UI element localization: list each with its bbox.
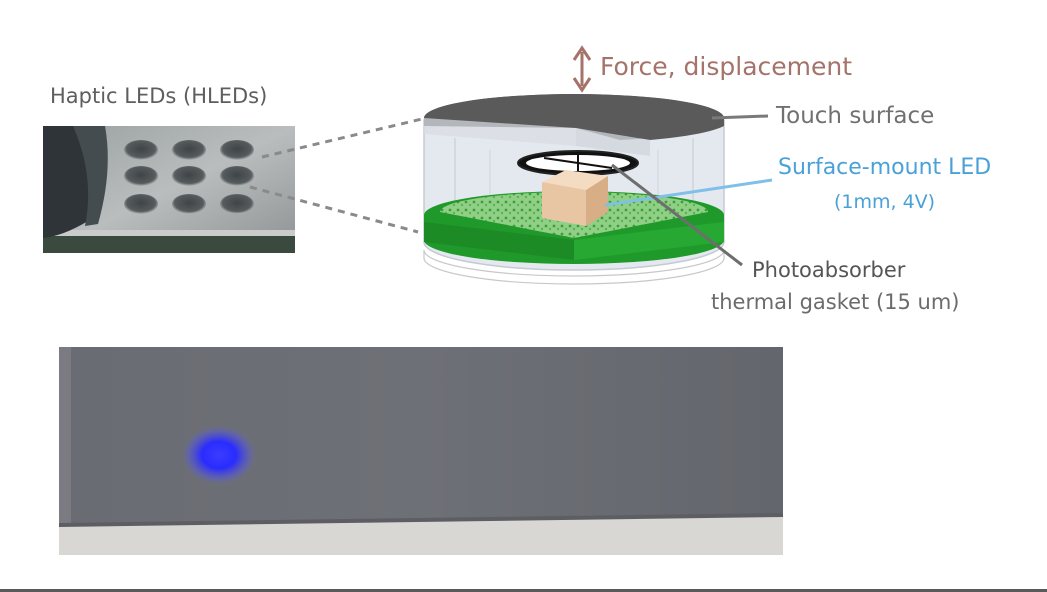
hled-title: Haptic LEDs (HLEDs)	[50, 84, 268, 108]
surface-mount-led-cube	[542, 170, 608, 226]
thermal-gasket-label: thermal gasket (15 um)	[711, 290, 960, 314]
hled-hole	[124, 140, 254, 214]
photoabsorber-label: Photoabsorber	[752, 258, 906, 282]
force-displacement-label: Force, displacement	[600, 52, 853, 81]
touch-surface-label: Touch surface	[776, 103, 935, 129]
force-arrow-icon	[572, 45, 592, 93]
led-leader	[604, 178, 773, 207]
touch-surface-leader	[711, 114, 769, 120]
zoom-line-bottom	[249, 185, 419, 234]
hled-array-photo	[43, 126, 295, 253]
hled-cutaway-diagram	[249, 45, 773, 285]
led-panel-photo	[59, 347, 783, 555]
blue-led-glow	[181, 425, 257, 485]
led-spec-label: (1mm, 4V)	[834, 191, 936, 213]
bottom-divider	[0, 589, 1047, 592]
surface-mount-led-label: Surface-mount LED	[778, 155, 992, 180]
photoabsorber-leader	[611, 163, 743, 267]
zoom-line-top	[261, 116, 427, 159]
